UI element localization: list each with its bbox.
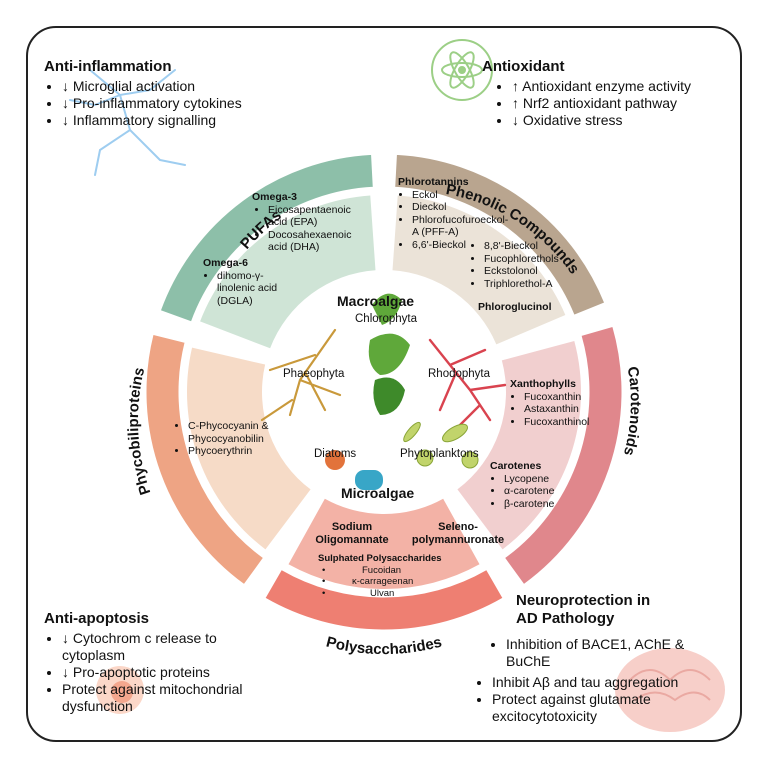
phaeophyta-seaweed-icon (260, 328, 342, 422)
cell-icon (96, 666, 144, 714)
phycobiliprotein-item: C-Phycocyanin & Phycocyanobilin (188, 420, 289, 445)
anti-apoptosis-panel: Anti-apoptosis ↓ Cytochrom c release to … (44, 610, 294, 715)
anti-inflammation-panel: Anti-inflammation ↓ Microglial activatio… (44, 58, 344, 129)
ring-inner-pufas (200, 195, 376, 349)
phlorotannin-item: Eckol (412, 189, 498, 202)
xanthophyll-item: Fucoxanthinol (524, 416, 610, 429)
chlorophyta-seaweed-icon (368, 293, 410, 415)
xanthophylls-heading: Xanthophylls (510, 378, 576, 390)
ring-inner-phycobiliproteins (187, 347, 311, 550)
ring-inner-carotenoids (457, 341, 581, 550)
phaeophyta-label: Phaeophyta (283, 368, 345, 380)
sodium-oligomannate-label: Sodium Oligomannate (312, 521, 392, 546)
phycobiliprotein-item: Phycoerythrin (188, 445, 289, 458)
sulphated-item-text: κ-carrageenan (352, 576, 414, 587)
neuroprotection-panel: Neuroprotection in AD Pathology Inhibiti… (474, 592, 734, 725)
phlorotannins-heading: Phlorotannins (398, 176, 469, 188)
anti-apoptosis-item: ↓ Cytochrom c release to cytoplasm (62, 630, 222, 664)
carotene-item: β-carotene (504, 498, 590, 511)
neuroprotection-item: Inhibition of BACE1, AChE & BuChE (506, 636, 686, 670)
anti-inflammation-title: Anti-inflammation (44, 58, 172, 75)
phloroglucinol-label: Phloroglucinol (478, 301, 552, 314)
antioxidant-item: ↓ Oxidative stress (512, 112, 732, 129)
omega3-item: Docosahexaenoic acid (DHA) (268, 229, 364, 254)
sodium-line1: Sodium (331, 521, 373, 533)
ring-inner-polysaccharides (288, 498, 480, 590)
ring-label-carotenoids: Carotenoids (620, 365, 644, 457)
omega6-heading: Omega-6 (203, 257, 248, 269)
anti-apoptosis-item: ↓ Pro-apoptotic proteins (62, 664, 294, 681)
carotene-item: Lycopene (504, 473, 590, 486)
neuroprotection-title-line2: AD Pathology (516, 610, 615, 627)
diatom-icon (325, 450, 383, 490)
microglia-icon (69, 69, 186, 176)
rhodophyta-seaweed-icon (428, 338, 507, 427)
omega3-block: Omega-3 Eicosapentaenoic acid (EPA) Doco… (252, 191, 364, 254)
phytoplankton-icon (403, 421, 479, 469)
phlorotannin-item: Dieckol (412, 201, 498, 214)
xanthophyll-item: Astaxanthin (524, 403, 610, 416)
ring-outer-carotenoids (503, 325, 623, 586)
sulphated-polysaccharides-block: Sulphated Polysaccharides •Fucoidan •κ-c… (318, 553, 468, 599)
ring-outer-polysaccharides (264, 568, 504, 631)
ring-outer-phenolic (394, 153, 606, 316)
ring-inner-phenolic (392, 195, 566, 345)
omega6-item: dihomo-γ-linolenic acid (DGLA) (217, 270, 298, 308)
omega3-item: Eicosapentaenoic acid (EPA) (268, 204, 364, 229)
microalgae-label: Microalgae (341, 485, 415, 501)
macroalgae-label: Macroalgae (337, 293, 415, 309)
anti-apoptosis-item: Protect against mitochondrial dysfunctio… (62, 681, 292, 715)
seleno-line1: Seleno- (438, 521, 478, 533)
phytoplanktons-label: Phytoplanktons (400, 448, 479, 460)
sulphated-item: •Fucoidan (322, 564, 402, 576)
rhodophyta-label: Rhodophyta (428, 368, 491, 380)
neuroprotection-item: Inhibit Aβ and tau aggregation (492, 674, 734, 691)
brain-icon (615, 648, 725, 732)
chlorophyta-label: Chlorophyta (355, 313, 418, 325)
sulphated-item: •κ-carrageenan (322, 576, 414, 587)
sodium-line2: Oligomannate (315, 533, 389, 546)
phlorotannin-item: Triphlorethol-A (484, 278, 580, 291)
omega6-block: Omega-6 dihomo-γ-linolenic acid (DGLA) (203, 257, 298, 307)
carotenes-heading: Carotenes (490, 460, 542, 472)
atom-icon (431, 39, 493, 101)
carotenes-block: Carotenes Lycopene α-carotene β-carotene (490, 460, 590, 510)
ring-outer-pufas (159, 153, 374, 323)
antioxidant-item: ↑ Antioxidant enzyme activity (512, 78, 732, 95)
phlorotannin-item: 6,6'-Bieckol (412, 239, 498, 252)
ring-label-polysaccharides: Polysaccharides (324, 634, 443, 659)
phlorotannin-item: 8,8'-Bieckol (484, 240, 580, 253)
ring-outer-phycobiliproteins (145, 333, 265, 586)
phlorotannin-item: Fucophlorethols (484, 253, 580, 266)
antioxidant-panel: Antioxidant ↑ Antioxidant enzyme activit… (482, 58, 732, 129)
neuroprotection-item: Protect against glutamate excitocytotoxi… (492, 691, 722, 725)
anti-inflammation-item: ↓ Pro-inflammatory cytokines (62, 95, 344, 112)
seleno-line2: polymannuronate (411, 533, 505, 546)
neuroprotection-title-line1: Neuroprotection in (516, 592, 651, 609)
xanthophyll-item: Fucoxanthin (524, 391, 610, 404)
anti-inflammation-item: ↓ Microglial activation (62, 78, 344, 95)
xanthophylls-block: Xanthophylls Fucoxanthin Astaxanthin Fuc… (510, 378, 610, 428)
diatoms-label: Diatoms (314, 448, 357, 460)
sulphated-item-text: Ulvan (370, 587, 395, 599)
antioxidant-title: Antioxidant (482, 58, 565, 75)
sulphated-item: •Ulvan (322, 587, 395, 599)
phlorotannin-item: Phlorofucofuroeckol-A (PFF-A) (412, 214, 508, 239)
phycobiliprotein-block: C-Phycocyanin & Phycocyanobilin Phycoery… (174, 420, 289, 458)
phlorotannins-block: Phlorotannins Eckol Dieckol Phlorofucofu… (398, 176, 508, 252)
sulphated-heading: Sulphated Polysaccharides (318, 553, 442, 564)
phlorotannins-right-block: 8,8'-Bieckol Fucophlorethols Eckstolonol… (470, 240, 580, 290)
seleno-polymannuronate-label: Seleno- polymannuronate (408, 521, 508, 546)
neuroprotection-title: Neuroprotection in AD Pathology (516, 592, 734, 628)
anti-inflammation-item: ↓ Inflammatory signalling (62, 112, 344, 129)
phloroglucinol-text: Phloroglucinol (478, 301, 552, 313)
carotene-item: α-carotene (504, 485, 590, 498)
omega3-heading: Omega-3 (252, 191, 297, 203)
sulphated-item-text: Fucoidan (362, 564, 402, 576)
phlorotannin-item: Eckstolonol (484, 265, 580, 278)
anti-apoptosis-title: Anti-apoptosis (44, 610, 149, 627)
antioxidant-item: ↑ Nrf2 antioxidant pathway (512, 95, 732, 112)
